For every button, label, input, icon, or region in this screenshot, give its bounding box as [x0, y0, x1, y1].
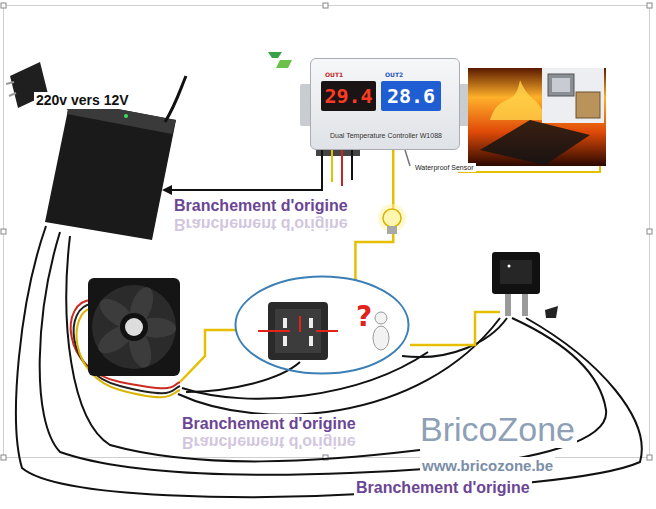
wiring-note-reflection: Branchement d'origine [180, 433, 358, 452]
wiring-note: Branchement d'origine [180, 414, 358, 433]
watermark: BricoZone [418, 410, 577, 448]
model-name: Dual Temperature Controller W1088 [330, 131, 442, 140]
black-wires [16, 226, 642, 497]
output-tag: OUT1 [325, 71, 343, 79]
power-adapter [6, 62, 186, 240]
output-tag: OUT2 [385, 71, 403, 79]
sensor-label: Waterproof Sensor [413, 163, 476, 172]
yellow-wires [180, 312, 500, 382]
temperature-display: 28.6 [381, 81, 441, 111]
wiring-note-reflection: Branchement d'origine [172, 215, 350, 234]
wiring-note: Branchement d'origine [172, 196, 350, 215]
question-mark: ? [356, 300, 372, 334]
ellipse-outline [234, 275, 410, 375]
wiring-note: Branchement d'origine [354, 478, 532, 497]
temperature-controller: OUT1 29.4 OUT2 28.6Dual Temperature Control… [310, 58, 460, 150]
rocker-switch [492, 252, 558, 318]
frame [1, 3, 652, 460]
relay-ellipse: ? [234, 275, 410, 375]
fan-picture [71, 278, 180, 397]
cpu-fire-picture [468, 68, 606, 166]
adapter-label: 220v vers 12V [34, 92, 131, 109]
temperature-display: 29.4 [321, 81, 376, 111]
watermark-url: www.bricozone.be [420, 457, 555, 475]
